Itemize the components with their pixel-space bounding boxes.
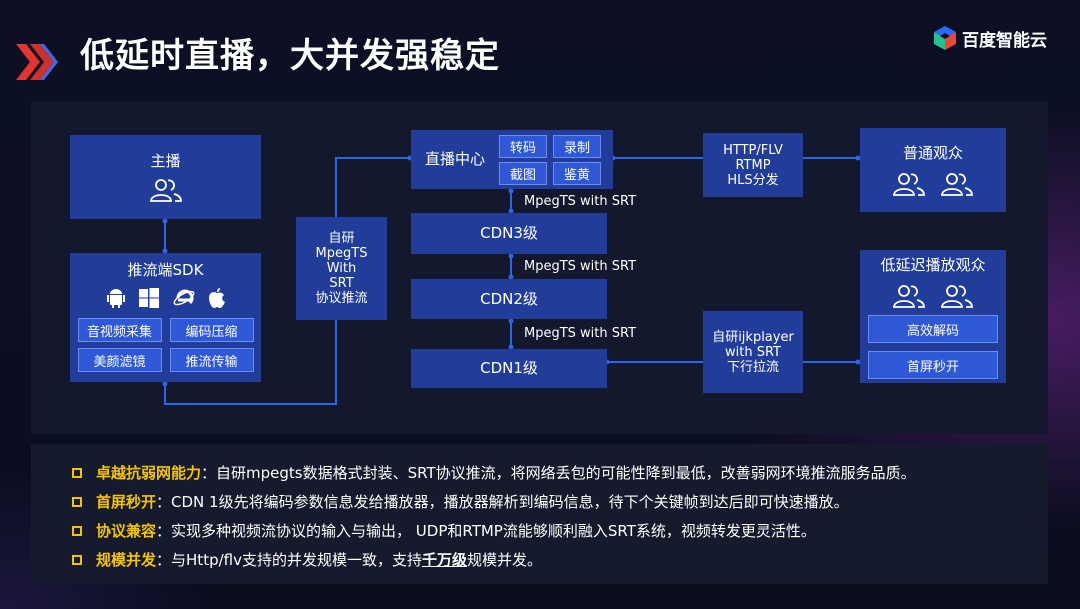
page-title: 低延时直播，大并发强稳定 bbox=[80, 36, 500, 76]
sdk-tags: 音视频采集 编码压缩 美颜滤镜 推流传输 bbox=[77, 318, 254, 372]
bullet-square-icon bbox=[72, 554, 82, 565]
brand-name: 百度智能云 bbox=[962, 30, 1047, 51]
edge-label: MpegTS with SRT bbox=[524, 326, 637, 341]
anchor-box: 主播 bbox=[70, 135, 261, 219]
http-line: HLS分发 bbox=[727, 172, 779, 188]
note-keyword: 规模并发 bbox=[96, 551, 157, 569]
bullet-square-icon bbox=[72, 467, 82, 478]
logo-icon bbox=[16, 44, 58, 80]
bullet-square-icon bbox=[72, 496, 82, 507]
http-line: RTMP bbox=[735, 157, 771, 173]
live-center-box: 直播中心 转码 录制 截图 鉴黄 bbox=[411, 130, 613, 189]
protocol-line: SRT bbox=[329, 276, 354, 291]
platform-icons bbox=[106, 286, 226, 310]
note-text: 与Http/flv支持的并发规模一致，支持 bbox=[171, 551, 422, 569]
center-tag: 截图 bbox=[499, 161, 547, 185]
notes-panel bbox=[31, 444, 1048, 584]
center-tag: 鉴黄 bbox=[553, 161, 601, 185]
note-item: 协议兼容：实现多种视频流协议的输入与输出， UDP和RTMP流能够顺利融入SRT… bbox=[72, 520, 816, 541]
sdk-tag: 编码压缩 bbox=[169, 318, 254, 342]
protocol-line: 协议推流 bbox=[315, 291, 368, 306]
ie-icon bbox=[173, 289, 194, 306]
center-tags: 转码 录制 截图 鉴黄 bbox=[499, 134, 601, 185]
http-line: HTTP/FLV bbox=[723, 142, 783, 158]
live-center-title: 直播中心 bbox=[425, 150, 486, 168]
center-tag: 录制 bbox=[553, 134, 601, 158]
note-separator: ： bbox=[201, 464, 217, 482]
note-text: 自研mpegts数据格式封装、SRT协议推流，将网络丢包的可能性降到最低，改善弱… bbox=[216, 464, 916, 482]
sdk-tag: 音视频采集 bbox=[77, 318, 162, 342]
cdn1-box: CDN1级 bbox=[411, 349, 607, 388]
cdn2-box: CDN2级 bbox=[411, 279, 607, 319]
note-text: 实现多种视频流协议的输入与输出， UDP和RTMP流能够顺利融入SRT系统，视频… bbox=[171, 522, 816, 540]
users-icon bbox=[941, 285, 973, 308]
protocol-line: With bbox=[326, 261, 357, 276]
note-tail: 规模并发。 bbox=[467, 551, 543, 569]
protocol-line: 自研 bbox=[328, 231, 355, 246]
anchor-title: 主播 bbox=[150, 151, 181, 170]
viewer-tag: 首屏秒开 bbox=[868, 351, 998, 379]
note-item: 规模并发：与Http/flv支持的并发规模一致，支持千万级规模并发。 bbox=[72, 549, 542, 570]
player-line: 自研ijkplayer bbox=[712, 329, 794, 345]
sdk-tag: 推流传输 bbox=[169, 348, 254, 372]
sdk-box: 推流端SDK 音视频采集 编码压缩 美颜滤镜 推流传输 bbox=[70, 253, 261, 382]
cdn1-label: CDN1级 bbox=[480, 359, 538, 377]
users-icon bbox=[893, 285, 925, 308]
users-icon bbox=[941, 172, 973, 196]
note-separator: ： bbox=[156, 522, 172, 540]
bullet-square-icon bbox=[72, 525, 82, 536]
protocol-line: MpegTS bbox=[315, 246, 368, 261]
note-item: 卓越抗弱网能力：自研mpegts数据格式封装、SRT协议推流，将网络丢包的可能性… bbox=[72, 462, 916, 483]
cdn3-label: CDN3级 bbox=[480, 224, 538, 242]
note-keyword: 首屏秒开 bbox=[96, 493, 157, 511]
users-icon bbox=[893, 172, 925, 196]
player-line: with SRT bbox=[725, 344, 781, 360]
note-text: CDN 1级先将编码参数信息发给播放器，播放器解析到编码信息，待下个关键帧到达后… bbox=[171, 493, 849, 511]
apple-icon bbox=[208, 288, 225, 308]
edge-label: MpegTS with SRT bbox=[524, 259, 637, 274]
windows-icon bbox=[138, 288, 159, 308]
brand-logo-icon bbox=[934, 26, 956, 50]
low-latency-viewers-box: 低延迟播放观众 高效解码 首屏秒开 bbox=[860, 250, 1006, 383]
normal-viewers-box: 普通观众 bbox=[860, 128, 1006, 212]
note-item: 首屏秒开：CDN 1级先将编码参数信息发给播放器，播放器解析到编码信息，待下个关… bbox=[72, 491, 849, 512]
low-latency-viewers-title: 低延迟播放观众 bbox=[880, 256, 986, 274]
http-box: HTTP/FLV RTMP HLS分发 bbox=[703, 133, 803, 197]
users-icon bbox=[149, 178, 182, 202]
viewer-tag: 高效解码 bbox=[868, 315, 998, 343]
note-separator: ： bbox=[156, 493, 172, 511]
note-highlight: 千万级 bbox=[421, 551, 467, 569]
note-separator: ： bbox=[156, 551, 172, 569]
cdn2-label: CDN2级 bbox=[480, 289, 538, 308]
brand: 百度智能云 bbox=[934, 26, 1047, 51]
center-tag: 转码 bbox=[499, 134, 547, 158]
note-keyword: 卓越抗弱网能力 bbox=[96, 464, 202, 482]
edge-label: MpegTS with SRT bbox=[524, 194, 637, 209]
protocol-box: 自研 MpegTS With SRT 协议推流 bbox=[296, 217, 387, 320]
player-box: 自研ijkplayer with SRT 下行拉流 bbox=[703, 311, 803, 393]
cdn3-box: CDN3级 bbox=[411, 213, 607, 254]
normal-viewers-title: 普通观众 bbox=[902, 143, 963, 162]
note-keyword: 协议兼容 bbox=[96, 522, 157, 540]
sdk-tag: 美颜滤镜 bbox=[77, 348, 162, 372]
sdk-title: 推流端SDK bbox=[127, 261, 204, 279]
player-line: 下行拉流 bbox=[726, 359, 779, 375]
android-icon bbox=[106, 289, 125, 308]
